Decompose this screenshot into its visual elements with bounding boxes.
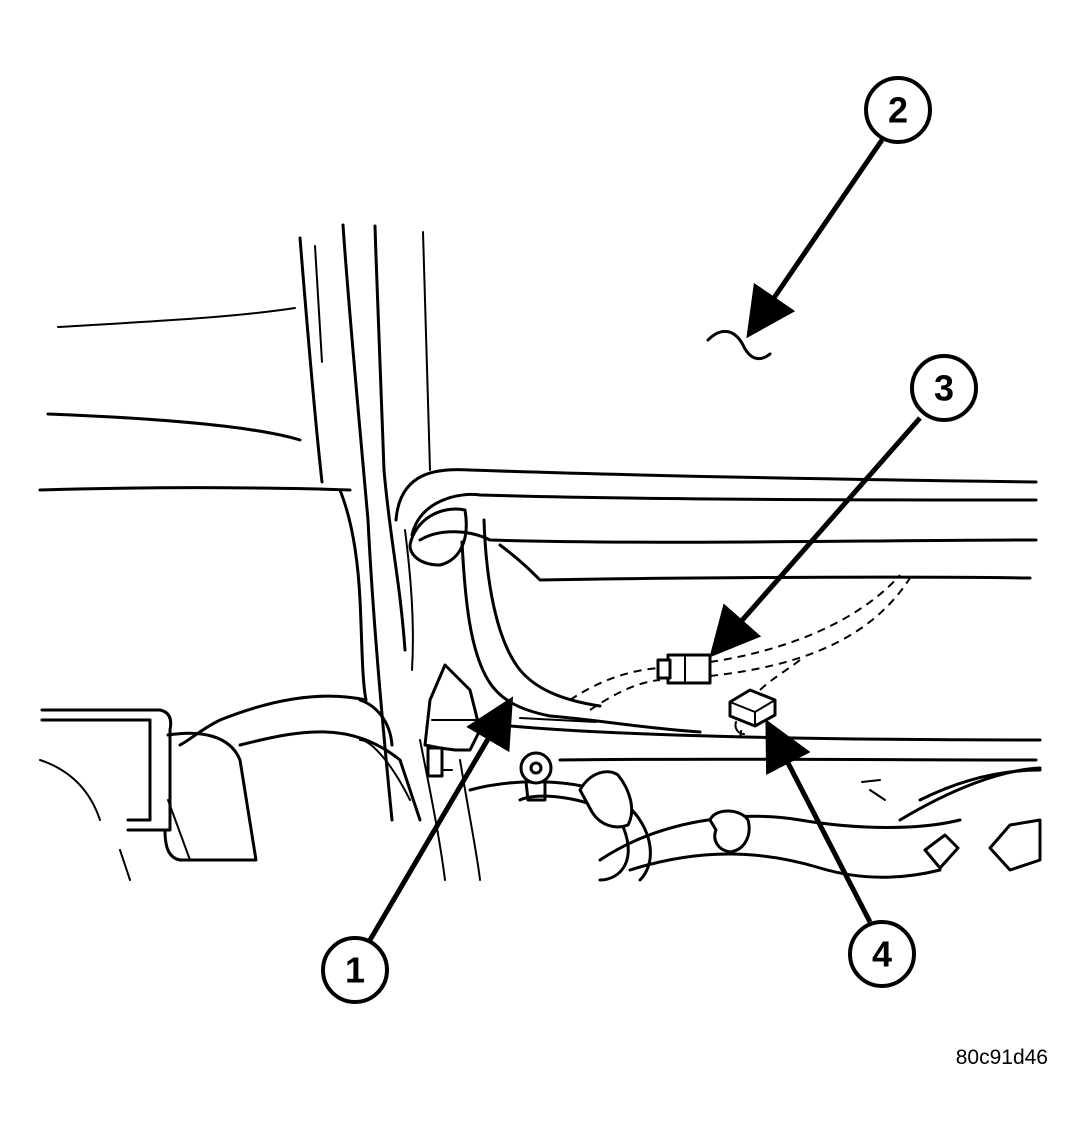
headliner-outline xyxy=(38,307,352,492)
dash-clip xyxy=(708,809,751,854)
leader-lines xyxy=(367,138,922,942)
callout-4-label: 4 xyxy=(872,934,892,975)
connector-3 xyxy=(656,653,712,685)
lever xyxy=(578,770,634,829)
callout-1-label: 1 xyxy=(345,950,365,991)
leader-3 xyxy=(709,416,922,658)
callout-3: 3 xyxy=(910,354,978,422)
mirror-knob xyxy=(519,751,553,802)
leader-1 xyxy=(367,696,514,942)
callout-2: 2 xyxy=(864,76,932,144)
a-pillar xyxy=(298,223,431,822)
leader-2 xyxy=(746,138,885,339)
figure-code: 80c91d46 xyxy=(955,1046,1048,1069)
callout-1: 1 xyxy=(321,936,389,1004)
callout-3-label: 3 xyxy=(934,368,954,409)
callout-2-label: 2 xyxy=(888,90,908,131)
harness-clip xyxy=(423,518,702,778)
door-panel xyxy=(178,488,414,747)
squiggle-mark xyxy=(706,329,772,361)
right-trim xyxy=(861,766,1042,872)
callout-4: 4 xyxy=(848,920,916,988)
connector-4 xyxy=(728,688,777,735)
dashboard xyxy=(468,717,1042,882)
windshield-base xyxy=(394,468,1038,582)
left-trim xyxy=(39,708,422,881)
leader-4 xyxy=(765,719,873,924)
